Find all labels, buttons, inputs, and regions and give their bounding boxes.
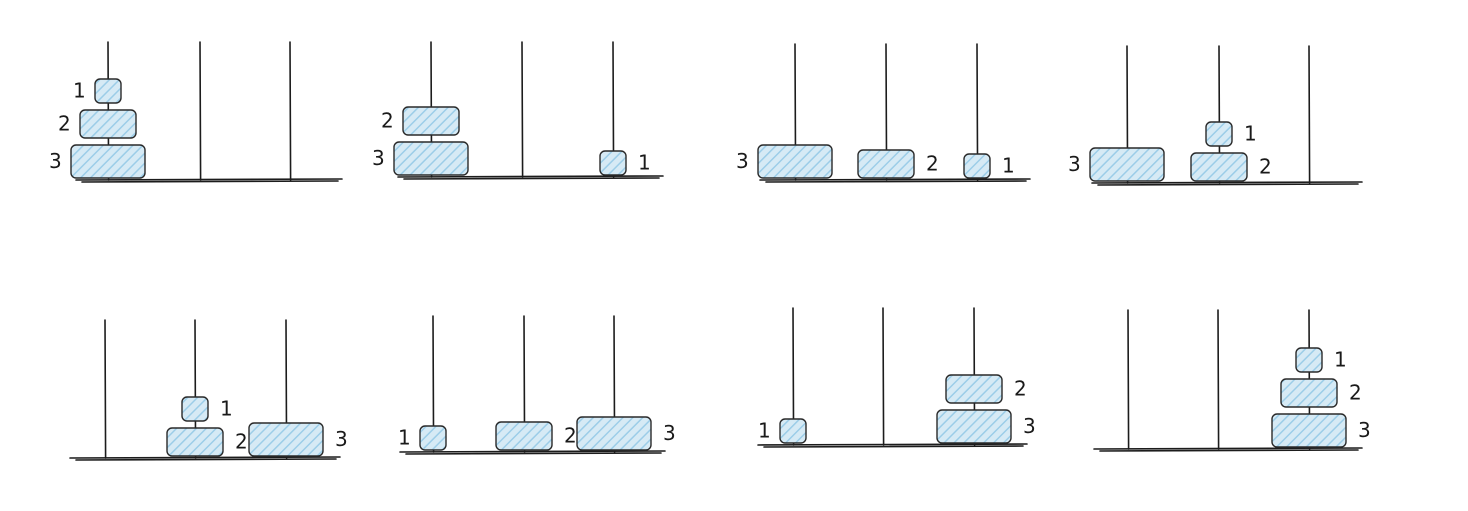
disk bbox=[248, 422, 324, 457]
disk-label: 1 bbox=[220, 397, 233, 421]
disk-label: 1 bbox=[398, 426, 411, 450]
base-line bbox=[399, 450, 666, 453]
hanoi-state-panel: 3 21 bbox=[1068, 45, 1363, 186]
base-line bbox=[1093, 447, 1363, 450]
hanoi-state-panel: 3 2 1 bbox=[372, 41, 664, 180]
peg-rod bbox=[1308, 45, 1311, 184]
peg-rod bbox=[289, 41, 292, 181]
disk-label: 1 bbox=[1334, 348, 1347, 372]
disk-label: 3 bbox=[335, 427, 348, 451]
disk-label: 3 bbox=[49, 149, 62, 173]
disk bbox=[963, 153, 991, 179]
base-line-shadow bbox=[405, 452, 662, 455]
disk bbox=[1280, 378, 1338, 408]
peg-rod bbox=[104, 319, 107, 459]
hanoi-state-panel: 3 21 bbox=[1093, 309, 1371, 452]
disk-label: 1 bbox=[1244, 122, 1257, 146]
disk-label: 2 bbox=[381, 109, 394, 133]
disk bbox=[79, 109, 137, 139]
disk bbox=[1089, 147, 1165, 182]
disk bbox=[402, 106, 460, 136]
base-line bbox=[1091, 181, 1363, 184]
disk bbox=[945, 374, 1003, 404]
disk bbox=[757, 144, 833, 179]
disk-label: 3 bbox=[736, 149, 749, 173]
disk-label: 3 bbox=[1023, 414, 1036, 438]
disk bbox=[393, 141, 469, 176]
base-line bbox=[75, 178, 343, 181]
disk-label: 3 bbox=[1068, 152, 1081, 176]
base-line-shadow bbox=[81, 180, 339, 183]
disk-label: 3 bbox=[663, 421, 676, 445]
disk-label: 2 bbox=[1014, 377, 1027, 401]
base-line bbox=[757, 443, 1028, 446]
disk bbox=[94, 78, 122, 104]
disk bbox=[181, 396, 209, 422]
disk-label: 2 bbox=[58, 112, 71, 136]
peg-rod bbox=[882, 307, 885, 446]
disk-label: 1 bbox=[638, 151, 651, 175]
peg-rod bbox=[1127, 309, 1130, 450]
base-line-shadow bbox=[765, 180, 1027, 183]
base-line-shadow bbox=[75, 458, 337, 461]
disk-label: 1 bbox=[758, 419, 771, 443]
disk bbox=[936, 409, 1012, 444]
disk bbox=[779, 418, 807, 444]
peg-rod bbox=[521, 41, 524, 178]
disk bbox=[166, 427, 224, 457]
disk bbox=[1295, 347, 1323, 373]
disk-label: 1 bbox=[73, 79, 86, 103]
disk-label: 2 bbox=[1349, 381, 1362, 405]
hanoi-state-panel: 1 3 2 bbox=[757, 307, 1036, 448]
base-line bbox=[397, 175, 664, 178]
base-line-shadow bbox=[763, 445, 1024, 448]
peg-rod bbox=[1217, 309, 1220, 450]
disk bbox=[495, 421, 553, 451]
disk-label: 2 bbox=[926, 152, 939, 176]
base-line-shadow bbox=[1099, 449, 1359, 452]
peg-rod bbox=[199, 41, 202, 181]
disk bbox=[857, 149, 915, 179]
hanoi-state-panel: 3 21 bbox=[49, 41, 343, 183]
disk-label: 2 bbox=[235, 430, 248, 454]
hanoi-state-panel: 21 3 bbox=[69, 319, 348, 461]
disk bbox=[576, 416, 652, 451]
disk bbox=[70, 144, 146, 179]
disk-label: 1 bbox=[1002, 154, 1015, 178]
disk-label: 3 bbox=[1358, 418, 1371, 442]
disk-label: 2 bbox=[564, 424, 577, 448]
disk bbox=[1190, 152, 1248, 182]
disk-label: 3 bbox=[372, 146, 385, 170]
base-line bbox=[69, 456, 341, 459]
disk bbox=[1205, 121, 1233, 147]
disk bbox=[1271, 413, 1347, 448]
disk bbox=[599, 150, 627, 176]
disk bbox=[419, 425, 447, 451]
hanoi-state-panel: 1 2 3 bbox=[398, 315, 676, 455]
base-line bbox=[759, 178, 1031, 181]
base-line-shadow bbox=[403, 177, 660, 180]
hanoi-state-panel: 3 2 1 bbox=[736, 43, 1031, 183]
disk-label: 2 bbox=[1259, 155, 1272, 179]
base-line-shadow bbox=[1097, 183, 1359, 186]
